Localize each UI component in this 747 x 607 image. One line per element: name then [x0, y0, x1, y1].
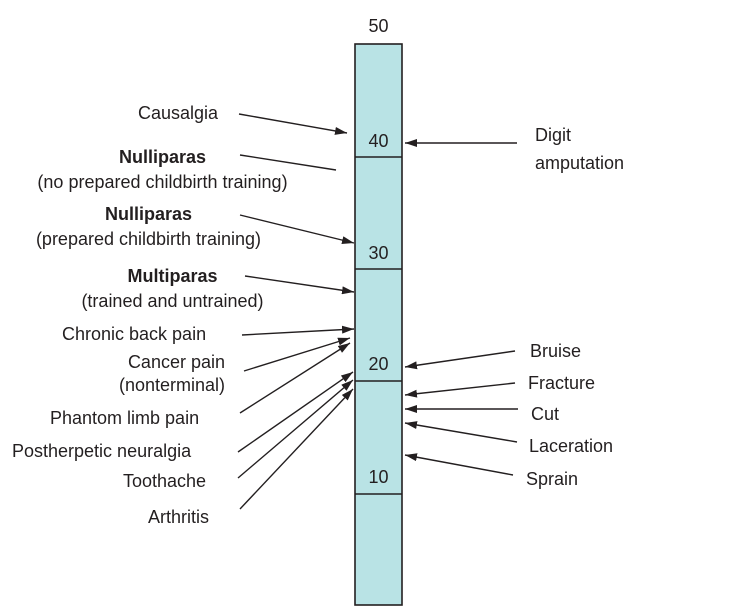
label-toothache: Toothache	[123, 471, 207, 491]
arrow-fracture	[404, 382, 516, 398]
scale-label-50: 50	[368, 16, 389, 36]
arrow-cancer-pain	[243, 337, 351, 372]
label-digit: Digit	[535, 125, 572, 145]
label-causalgia: Causalgia	[138, 103, 219, 123]
arrow-toothache	[237, 379, 354, 479]
arrow-multiparas	[244, 275, 355, 295]
label-sprain: Sprain	[526, 469, 579, 489]
scale-label-40: 40	[368, 131, 389, 151]
arrow-chronic-back-pain	[241, 325, 355, 336]
label-chronic-back-pain: Chronic back pain	[62, 324, 207, 344]
label-fracture: Fracture	[528, 373, 596, 393]
label-postherpetic-neuralgia: Postherpetic neuralgia	[12, 441, 192, 461]
label-amputation: amputation	[535, 153, 625, 173]
scale-label-20: 20	[368, 354, 389, 374]
label-multiparas-detail: (trained and untrained)	[81, 291, 264, 311]
scale-label-30: 30	[368, 243, 389, 263]
arrow-postherpetic-neuralgia	[237, 371, 354, 453]
label-nulliparas-trained-title: Nulliparas	[104, 204, 193, 224]
scale-bar	[354, 43, 403, 606]
label-arthritis: Arthritis	[148, 507, 210, 527]
label-laceration: Laceration	[529, 436, 614, 456]
label-cancer-pain: Cancer pain	[127, 352, 225, 372]
scale-label-10: 10	[368, 467, 389, 487]
label-cancer-pain-detail: (nonterminal)	[118, 375, 225, 395]
arrow-nulliparas-trained	[239, 214, 355, 245]
arrow-arthritis	[239, 388, 354, 510]
label-nulliparas-untrained-title: Nulliparas	[118, 147, 207, 167]
label-nulliparas-untrained-detail: (no prepared childbirth training)	[37, 172, 288, 192]
arrow-sprain	[404, 453, 514, 476]
arrow-causalgia	[238, 113, 348, 135]
arrow-bruise	[404, 350, 516, 370]
label-bruise: Bruise	[530, 341, 582, 361]
label-nulliparas-trained-detail: (prepared childbirth training)	[35, 229, 262, 249]
line-nulliparas-untrained	[239, 154, 337, 171]
arrow-phantom-limb-pain	[239, 342, 351, 414]
label-multiparas-title: Multiparas	[127, 266, 218, 286]
label-phantom-limb-pain: Phantom limb pain	[50, 408, 200, 428]
arrow-laceration	[404, 421, 518, 443]
label-cut: Cut	[531, 404, 560, 424]
